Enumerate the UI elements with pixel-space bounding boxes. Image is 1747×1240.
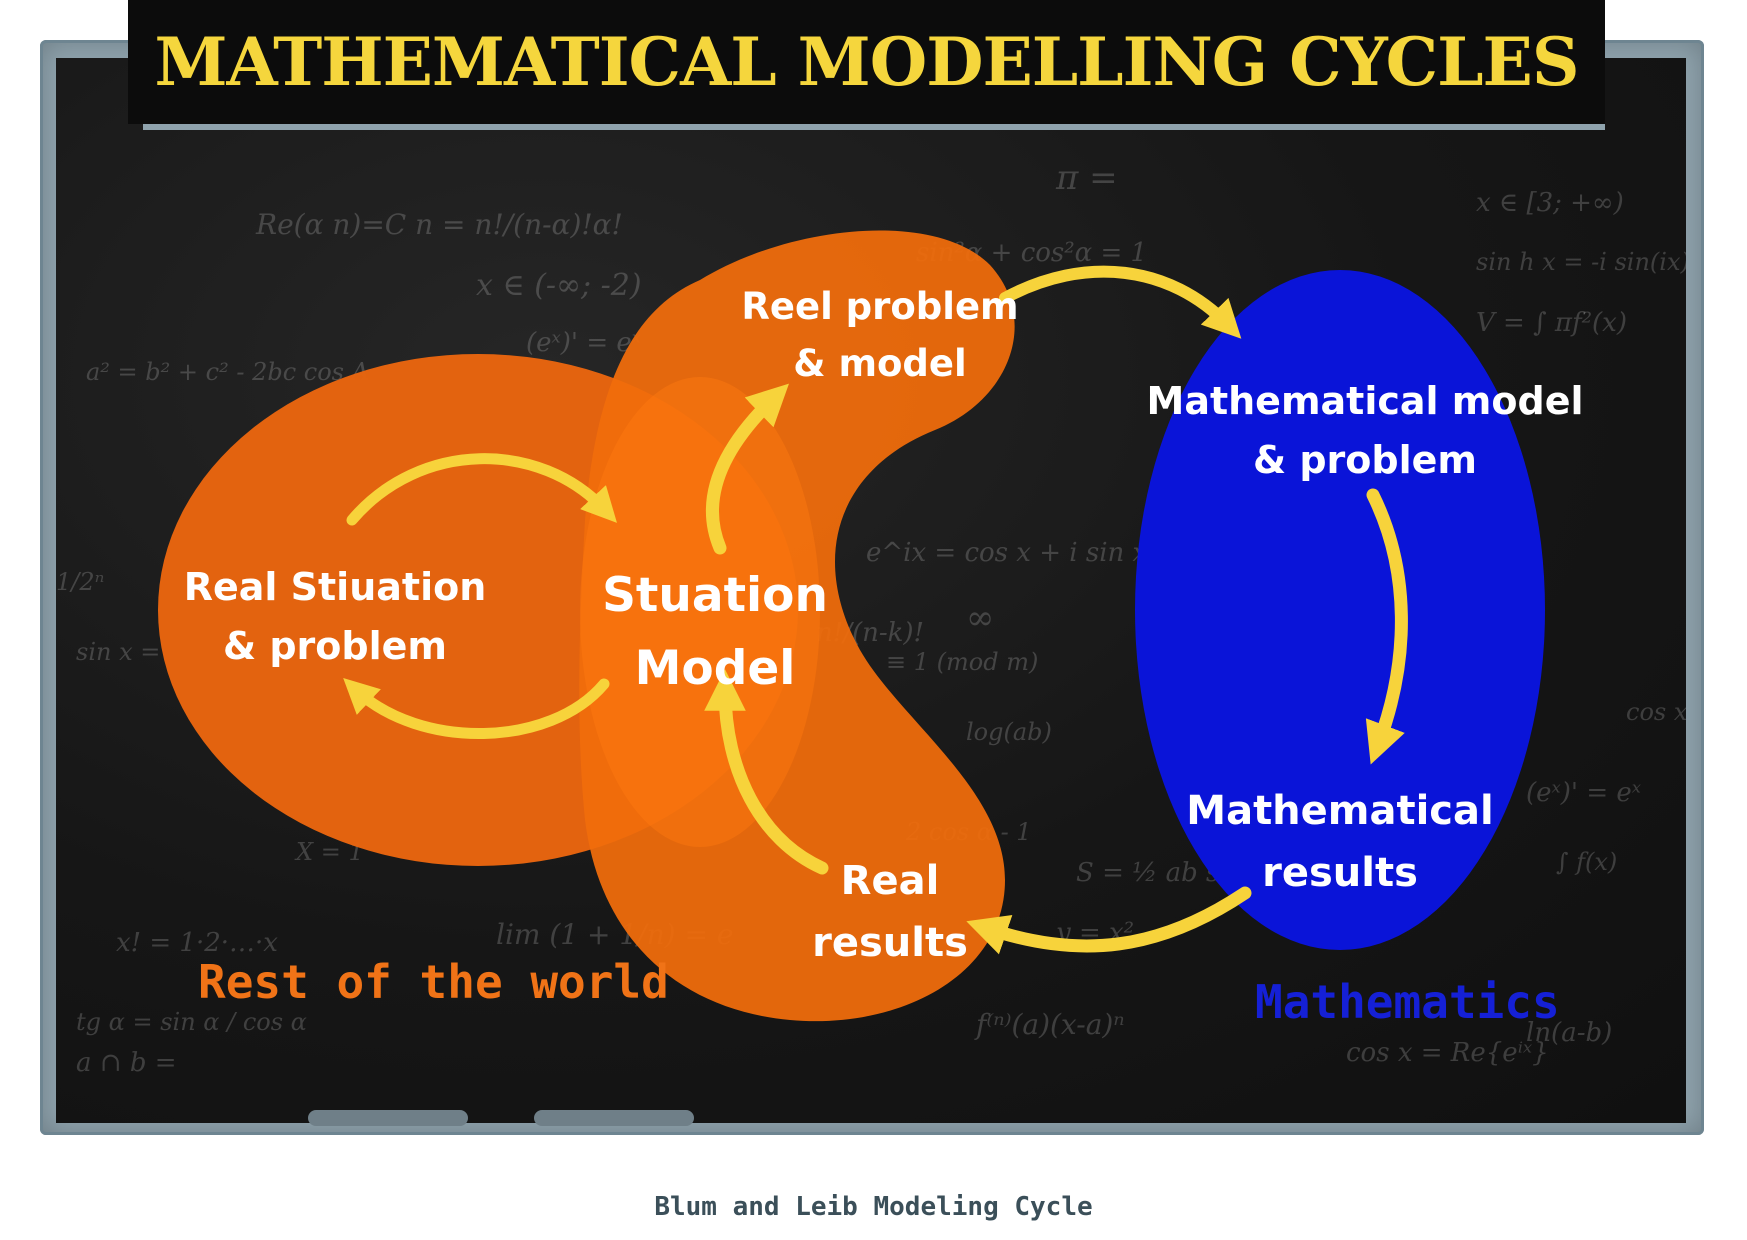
region-rest-of-world: Rest of the world xyxy=(198,955,669,1009)
arrow-problem-to-math xyxy=(1005,272,1228,325)
node-math-model: Mathematical model& problem xyxy=(1130,372,1600,490)
node-real-situation: Real Stiuation& problem xyxy=(170,558,500,676)
diagram-caption: Blum and Leib Modeling Cycle xyxy=(0,1192,1747,1222)
node-real-problem: Reel problem& model xyxy=(725,278,1035,393)
region-mathematics: Mathematics xyxy=(1255,975,1560,1029)
